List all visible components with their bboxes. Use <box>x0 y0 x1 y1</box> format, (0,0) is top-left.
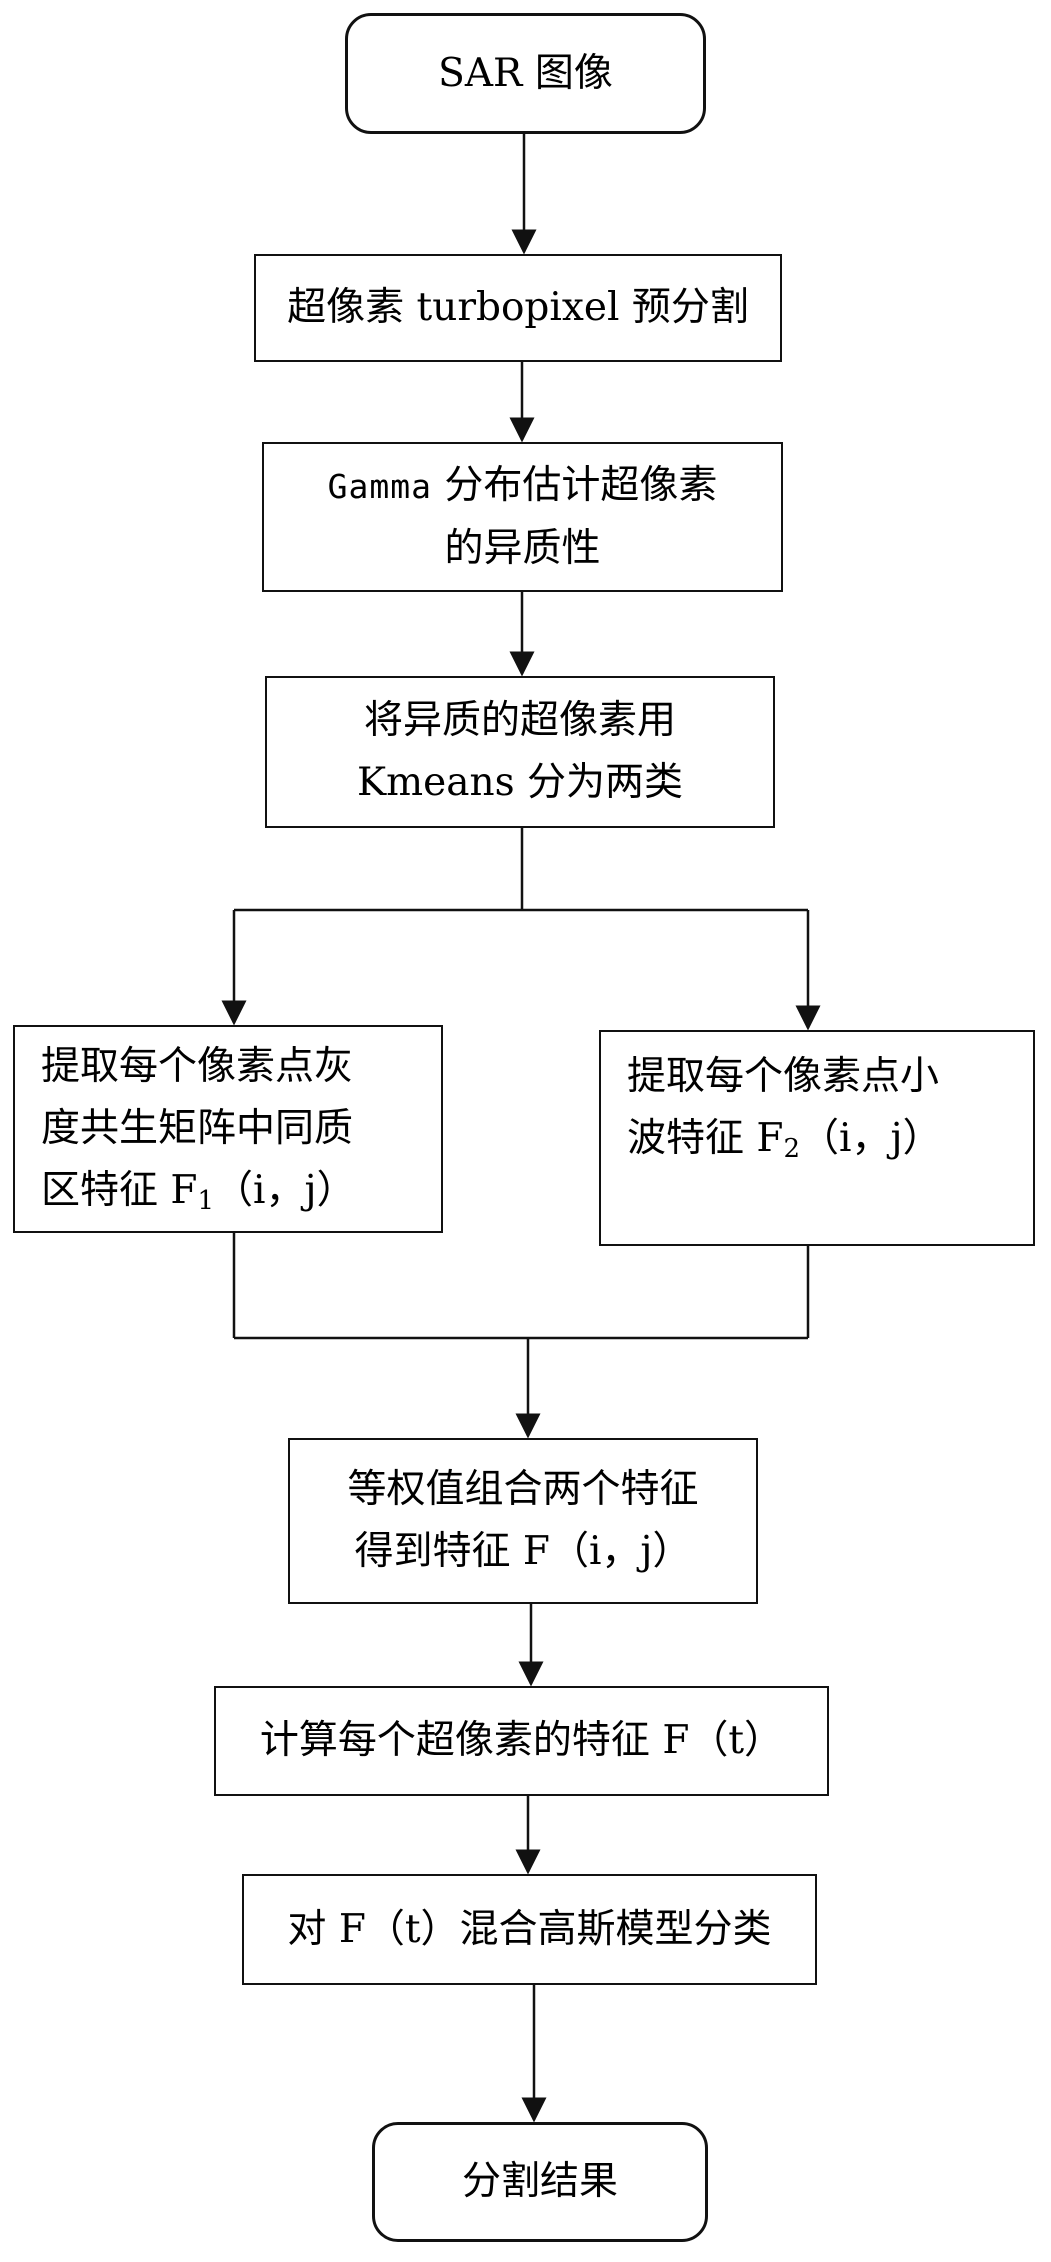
wavelet-feature-line1: 提取每个像素点小 <box>627 1054 940 1099</box>
kmeans-classification-line2: Kmeans 分为两类 <box>357 760 683 805</box>
end-terminal: 分割结果 <box>372 2122 708 2242</box>
wavelet-feature-line2: 波特征 F2（i，j） <box>627 1108 942 1170</box>
wavelet-feature-subscript: 2 <box>783 1134 801 1164</box>
glcm-feature-line3-prefix: 区特征 F <box>41 1168 198 1213</box>
kmeans-classification-box: 将异质的超像素用 Kmeans 分为两类 <box>265 676 775 828</box>
wavelet-feature-line2-prefix: 波特征 F <box>627 1116 784 1161</box>
glcm-feature-box: 提取每个像素点灰 度共生矩阵中同质 区特征 F1（i，j） <box>13 1025 443 1233</box>
gamma-estimation-box: Gamma 分布估计超像素 的异质性 <box>262 442 783 592</box>
glcm-feature-line3-suffix: （i，j） <box>214 1168 356 1213</box>
superpixel-feature-box: 计算每个超像素的特征 F（t） <box>214 1686 829 1796</box>
glcm-feature-line1: 提取每个像素点灰 <box>41 1044 354 1089</box>
end-label: 分割结果 <box>461 2159 618 2204</box>
kmeans-classification-line1: 将异质的超像素用 <box>363 698 676 743</box>
superpixel-presegmentation-label: 超像素 turbopixel 预分割 <box>287 285 749 330</box>
gmm-classification-label: 对 F（t）混合高斯模型分类 <box>287 1906 772 1952</box>
feature-combination-line2: 得到特征 F（i，j） <box>354 1529 692 1574</box>
superpixel-presegmentation-box: 超像素 turbopixel 预分割 <box>254 254 782 362</box>
start-terminal: SAR 图像 <box>345 13 706 134</box>
wavelet-feature-line2-suffix: （i，j） <box>800 1116 942 1161</box>
superpixel-feature-label: 计算每个超像素的特征 F（t） <box>259 1718 784 1763</box>
gamma-keyword: Gamma <box>327 466 432 506</box>
gamma-estimation-line1-rest: 分布估计超像素 <box>431 462 718 508</box>
glcm-feature-subscript: 1 <box>197 1186 215 1216</box>
wavelet-feature-box: 提取每个像素点小 波特征 F2（i，j） <box>599 1030 1035 1246</box>
feature-combination-line1: 等权值组合两个特征 <box>347 1467 699 1512</box>
gamma-estimation-line1: Gamma 分布估计超像素 <box>328 455 718 518</box>
gamma-estimation-line2: 的异质性 <box>444 525 601 571</box>
glcm-feature-line3: 区特征 F1（i，j） <box>41 1160 356 1222</box>
start-label: SAR 图像 <box>438 50 613 96</box>
glcm-feature-line2: 度共生矩阵中同质 <box>41 1106 354 1151</box>
gmm-classification-box: 对 F（t）混合高斯模型分类 <box>242 1874 817 1985</box>
feature-combination-box: 等权值组合两个特征 得到特征 F（i，j） <box>288 1438 758 1604</box>
